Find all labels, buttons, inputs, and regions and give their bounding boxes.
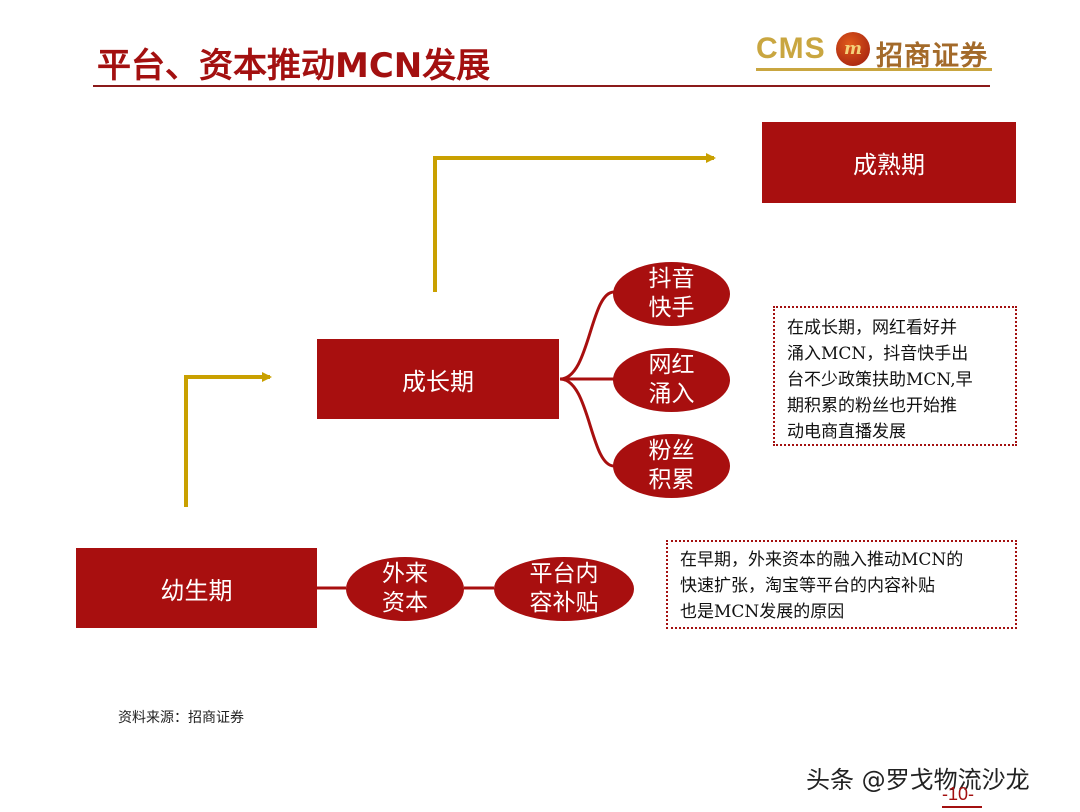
page-title: 平台、资本推动MCN发展 xyxy=(97,46,491,86)
company-logo: CMS m 招商证券 xyxy=(756,30,992,72)
factor-line: 快手 xyxy=(648,295,695,321)
logo-chinese-text: 招商证券 xyxy=(876,41,988,72)
arrow-infant-to-growth xyxy=(184,372,272,507)
note-line: 快速扩张，淘宝等平台的内容补贴 xyxy=(680,576,935,596)
page-number-underline xyxy=(942,806,982,808)
factor-line: 外来 xyxy=(382,561,428,587)
factor-line: 容补贴 xyxy=(529,590,599,616)
note-line: 台不少政策扶助MCN,早 xyxy=(787,370,973,390)
note-line: 也是MCN发展的原因 xyxy=(680,602,845,622)
title-underline xyxy=(93,85,990,87)
note-line: 涌入MCN，抖音快手出 xyxy=(787,344,969,364)
stage-infant: 幼生期 xyxy=(76,548,317,628)
factor-douyin-kuaishou: 抖音快手 xyxy=(613,262,730,326)
logo-latin-text: CMS xyxy=(756,32,826,65)
note-line: 在成长期，网红看好并 xyxy=(787,318,957,338)
data-source: 资料来源：招商证券 xyxy=(118,710,244,726)
branch-growth-to-fans xyxy=(559,377,615,468)
factor-line: 资本 xyxy=(382,590,428,616)
note-line: 动电商直播发展 xyxy=(787,422,906,442)
branch-growth-to-douyin xyxy=(559,290,615,381)
factor-influencers: 网红涌入 xyxy=(613,348,730,412)
arrow-growth-to-mature xyxy=(433,153,716,292)
factor-external-capital: 外来资本 xyxy=(346,557,464,621)
logo-underline xyxy=(756,68,992,71)
logo-emblem-icon: m xyxy=(836,32,870,66)
factor-line: 抖音 xyxy=(648,266,695,292)
page-number: -10- xyxy=(942,784,975,804)
note-line: 在早期，外来资本的融入推动MCN的 xyxy=(680,550,964,570)
factor-line: 粉丝 xyxy=(648,438,695,464)
stage-mature: 成熟期 xyxy=(762,122,1016,203)
factor-line: 网红 xyxy=(648,352,695,378)
factor-line: 涌入 xyxy=(648,381,695,407)
factor-platform-subsidy: 平台内容补贴 xyxy=(494,557,634,621)
factor-fans: 粉丝积累 xyxy=(613,434,730,498)
factor-line: 积累 xyxy=(648,467,695,493)
watermark: 头条 @罗戈物流沙龙 xyxy=(806,766,1030,794)
factor-line: 平台内 xyxy=(529,561,599,587)
note-growth: 在成长期，网红看好并 涌入MCN，抖音快手出 台不少政策扶助MCN,早 期积累的… xyxy=(773,306,1017,446)
note-line: 期积累的粉丝也开始推 xyxy=(787,396,957,416)
note-infant: 在早期，外来资本的融入推动MCN的 快速扩张，淘宝等平台的内容补贴 也是MCN发… xyxy=(666,540,1017,629)
stage-growth: 成长期 xyxy=(317,339,559,419)
